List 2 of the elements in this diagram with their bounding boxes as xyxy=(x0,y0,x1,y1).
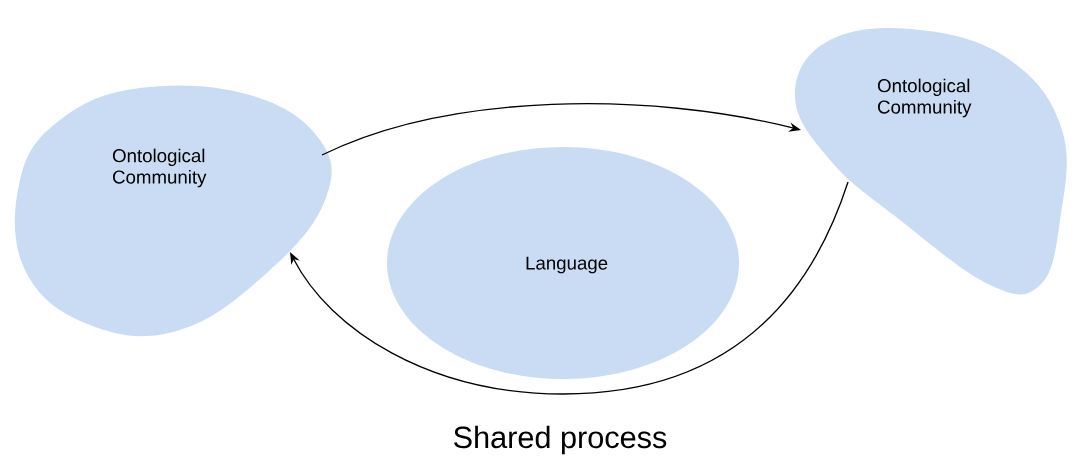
caption: Shared process xyxy=(454,425,667,455)
arrow xyxy=(290,181,849,395)
